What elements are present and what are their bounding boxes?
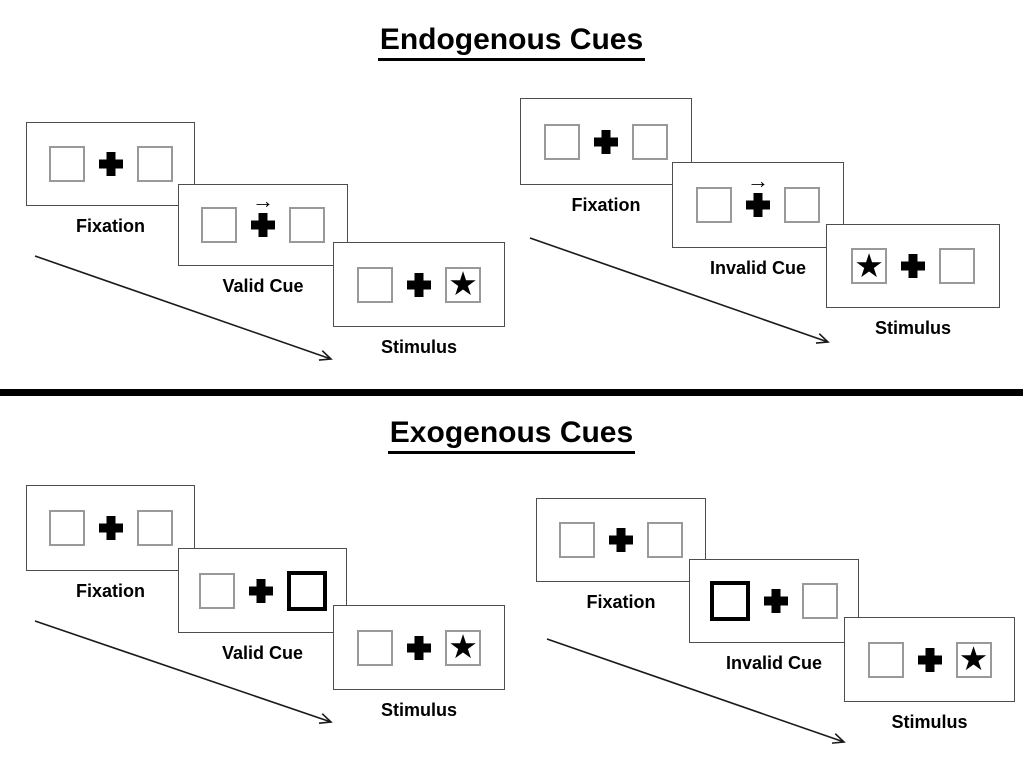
left-box (559, 522, 595, 558)
exo-invalid-cue-panel (689, 559, 859, 643)
fixation-cross: → (746, 170, 770, 217)
exo-invalid-fixation-group: Fixation (536, 498, 706, 613)
endo-valid-fixation-group: Fixation (26, 122, 195, 237)
left-box-highlighted (710, 581, 750, 621)
left-box (544, 123, 580, 160)
right-box (784, 187, 820, 223)
right-box: ★ (445, 628, 481, 666)
star-icon: ★ (448, 265, 478, 302)
endo-valid-stimulus-group: ★ Stimulus (333, 242, 505, 358)
exo-invalid-cue-group: Invalid Cue (689, 559, 859, 674)
plus-icon (99, 152, 123, 176)
plus-icon (407, 273, 431, 297)
right-arrow-icon: → (747, 168, 769, 193)
fixation-cross (764, 589, 788, 613)
fixation-cross (99, 152, 123, 176)
endogenous-section-title: Endogenous Cues (0, 23, 1023, 61)
panel-label: Stimulus (380, 700, 457, 720)
panel-label: Stimulus (380, 337, 457, 357)
left-box (357, 266, 393, 303)
exo-valid-cue-group: Valid Cue (178, 548, 347, 664)
star-icon: ★ (854, 246, 884, 284)
exo-valid-fixation-group: Fixation (26, 485, 195, 602)
left-box (696, 187, 732, 223)
plus-icon (407, 636, 431, 660)
plus-icon (594, 130, 618, 154)
panel-label: Stimulus (874, 318, 951, 338)
endo-invalid-fixation-panel (520, 98, 692, 185)
panel-label: Fixation (75, 216, 145, 236)
panel-label: Fixation (75, 581, 145, 601)
left-box (198, 572, 235, 609)
right-box-highlighted (286, 570, 327, 611)
panel-label: Fixation (586, 592, 656, 612)
right-box (136, 146, 173, 182)
endo-valid-stimulus-panel: ★ (333, 242, 505, 327)
plus-icon (609, 528, 633, 552)
left-box (48, 146, 85, 182)
left-box (867, 641, 904, 678)
panel-label: Valid Cue (222, 276, 304, 296)
right-box: ★ (445, 265, 481, 303)
fixation-cross (594, 130, 618, 154)
right-box (802, 583, 838, 619)
plus-icon (99, 516, 123, 540)
plus-icon (918, 648, 942, 672)
exogenous-title-text: Exogenous Cues (387, 416, 636, 454)
plus-icon (251, 213, 275, 237)
panel-label: Invalid Cue (709, 258, 807, 278)
panel-label: Valid Cue (221, 643, 304, 663)
endo-invalid-stimulus-group: ★ Stimulus (826, 224, 1000, 339)
plus-icon (901, 254, 925, 278)
section-divider (0, 389, 1023, 396)
exo-valid-stimulus-group: ★ Stimulus (333, 605, 505, 721)
endogenous-title-text: Endogenous Cues (377, 23, 646, 61)
star-icon: ★ (958, 640, 989, 677)
exo-invalid-stimulus-group: ★ Stimulus (844, 617, 1015, 733)
right-box (632, 123, 668, 160)
fixation-cross (99, 516, 123, 540)
right-box (289, 207, 325, 243)
exogenous-section-title: Exogenous Cues (0, 416, 1023, 454)
endo-valid-cue-group: → Valid Cue (178, 184, 348, 297)
exo-invalid-fixation-panel (536, 498, 706, 582)
plus-icon (746, 193, 770, 217)
plus-icon (249, 579, 273, 603)
exo-invalid-stimulus-panel: ★ (844, 617, 1015, 702)
right-arrow-icon: → (252, 188, 274, 213)
fixation-cross (407, 636, 431, 660)
endo-invalid-stimulus-panel: ★ (826, 224, 1000, 308)
panel-label: Stimulus (891, 712, 968, 732)
left-box: ★ (851, 248, 887, 284)
endo-invalid-cue-group: → Invalid Cue (672, 162, 844, 279)
fixation-cross (609, 528, 633, 552)
right-box (647, 522, 683, 558)
fixation-cross (901, 254, 925, 278)
panel-label: Fixation (571, 195, 641, 215)
left-box (48, 510, 85, 546)
fixation-cross: → (251, 190, 275, 237)
panel-label: Invalid Cue (725, 653, 823, 673)
star-icon: ★ (448, 628, 478, 665)
plus-icon (764, 589, 788, 613)
left-box (357, 629, 393, 666)
exo-valid-fixation-panel (26, 485, 195, 571)
fixation-cross (918, 648, 942, 672)
fixation-cross (249, 579, 273, 603)
endo-invalid-fixation-group: Fixation (520, 98, 692, 216)
endo-invalid-cue-panel: → (672, 162, 844, 248)
right-box (136, 510, 173, 546)
fixation-cross (407, 273, 431, 297)
right-box (939, 248, 975, 284)
left-box (201, 207, 237, 243)
endo-valid-fixation-panel (26, 122, 195, 206)
exo-valid-stimulus-panel: ★ (333, 605, 505, 690)
exo-valid-cue-panel (178, 548, 347, 633)
endo-valid-cue-panel: → (178, 184, 348, 266)
right-box: ★ (955, 640, 992, 678)
